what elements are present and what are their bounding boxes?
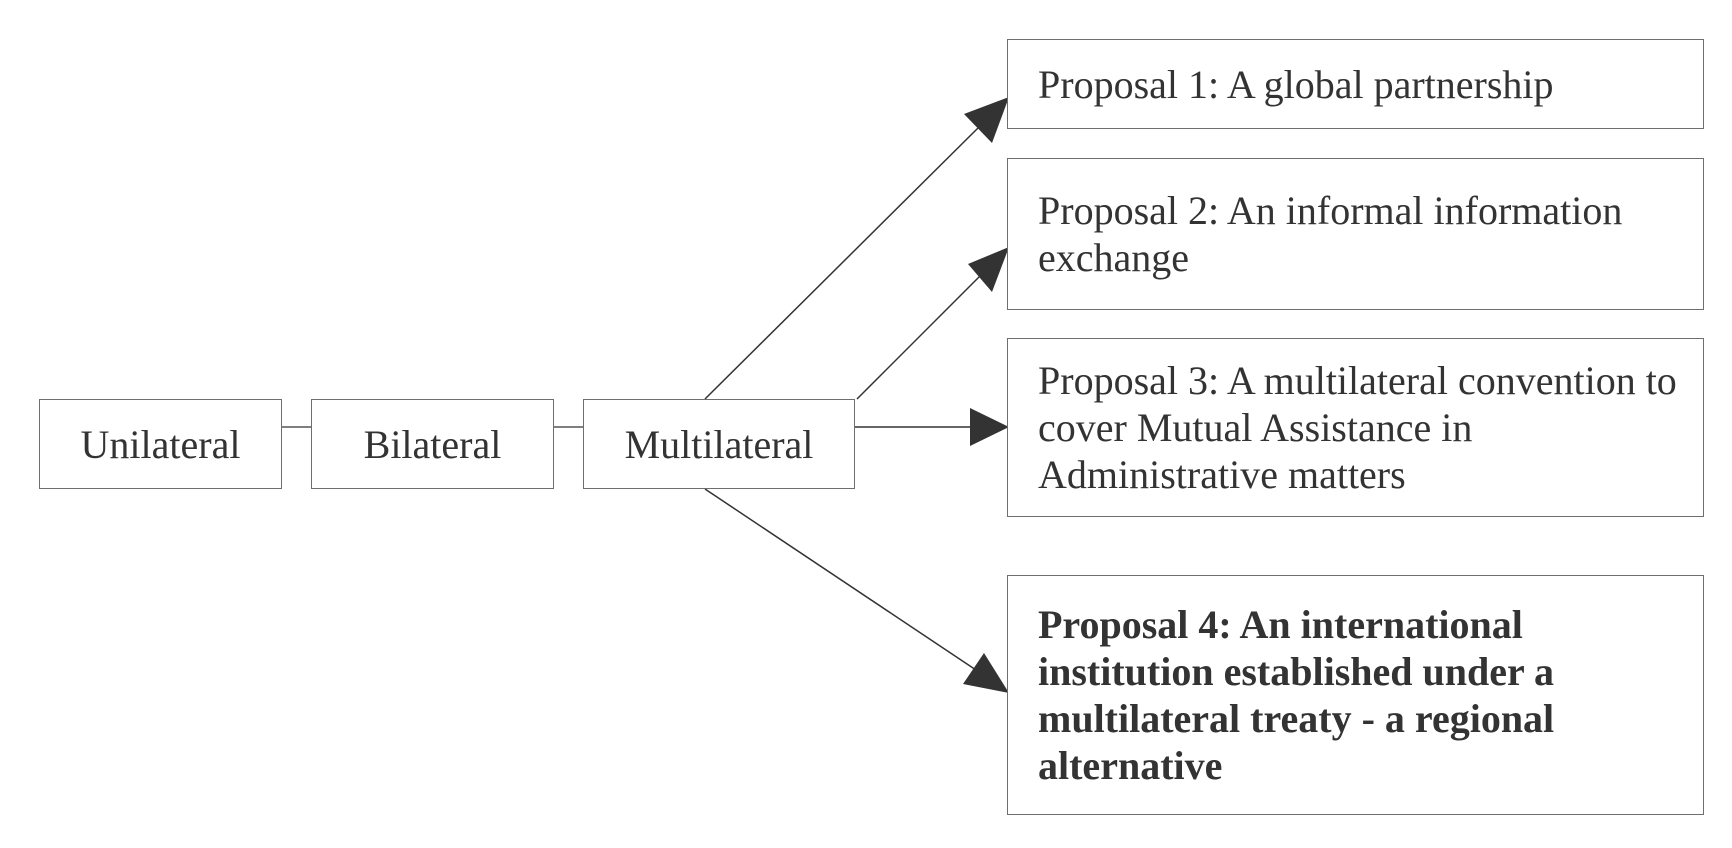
proposal-1-box: Proposal 1: A global partnership — [1007, 39, 1704, 129]
arrowhead-proposal-2 — [968, 247, 1009, 292]
proposal-4-box: Proposal 4: An international institution… — [1007, 575, 1704, 815]
unilateral-box: Unilateral — [39, 399, 282, 489]
proposal-2-box: Proposal 2: An informal information exch… — [1007, 158, 1704, 310]
arrowhead-proposal-1 — [964, 97, 1009, 143]
proposal-3-box: Proposal 3: A multilateral convention to… — [1007, 338, 1704, 517]
unilateral-label: Unilateral — [80, 421, 241, 467]
arrowhead-proposal-4 — [963, 653, 1009, 693]
multilateral-box: Multilateral — [583, 399, 855, 489]
bilateral-box: Bilateral — [311, 399, 554, 489]
proposal-2-label: Proposal 2: An informal information exch… — [1038, 188, 1623, 280]
bilateral-label: Bilateral — [363, 421, 502, 467]
arrow-line-proposal-4 — [704, 488, 977, 671]
proposal-3-label: Proposal 3: A multilateral convention to… — [1038, 358, 1677, 497]
arrow-line-proposal-2 — [856, 275, 981, 400]
arrowhead-proposal-3 — [970, 408, 1009, 446]
proposal-4-label: Proposal 4: An international institution… — [1038, 602, 1555, 788]
multilateral-label: Multilateral — [624, 421, 814, 467]
proposal-1-label: Proposal 1: A global partnership — [1038, 61, 1554, 107]
arrow-line-proposal-1 — [704, 127, 979, 400]
